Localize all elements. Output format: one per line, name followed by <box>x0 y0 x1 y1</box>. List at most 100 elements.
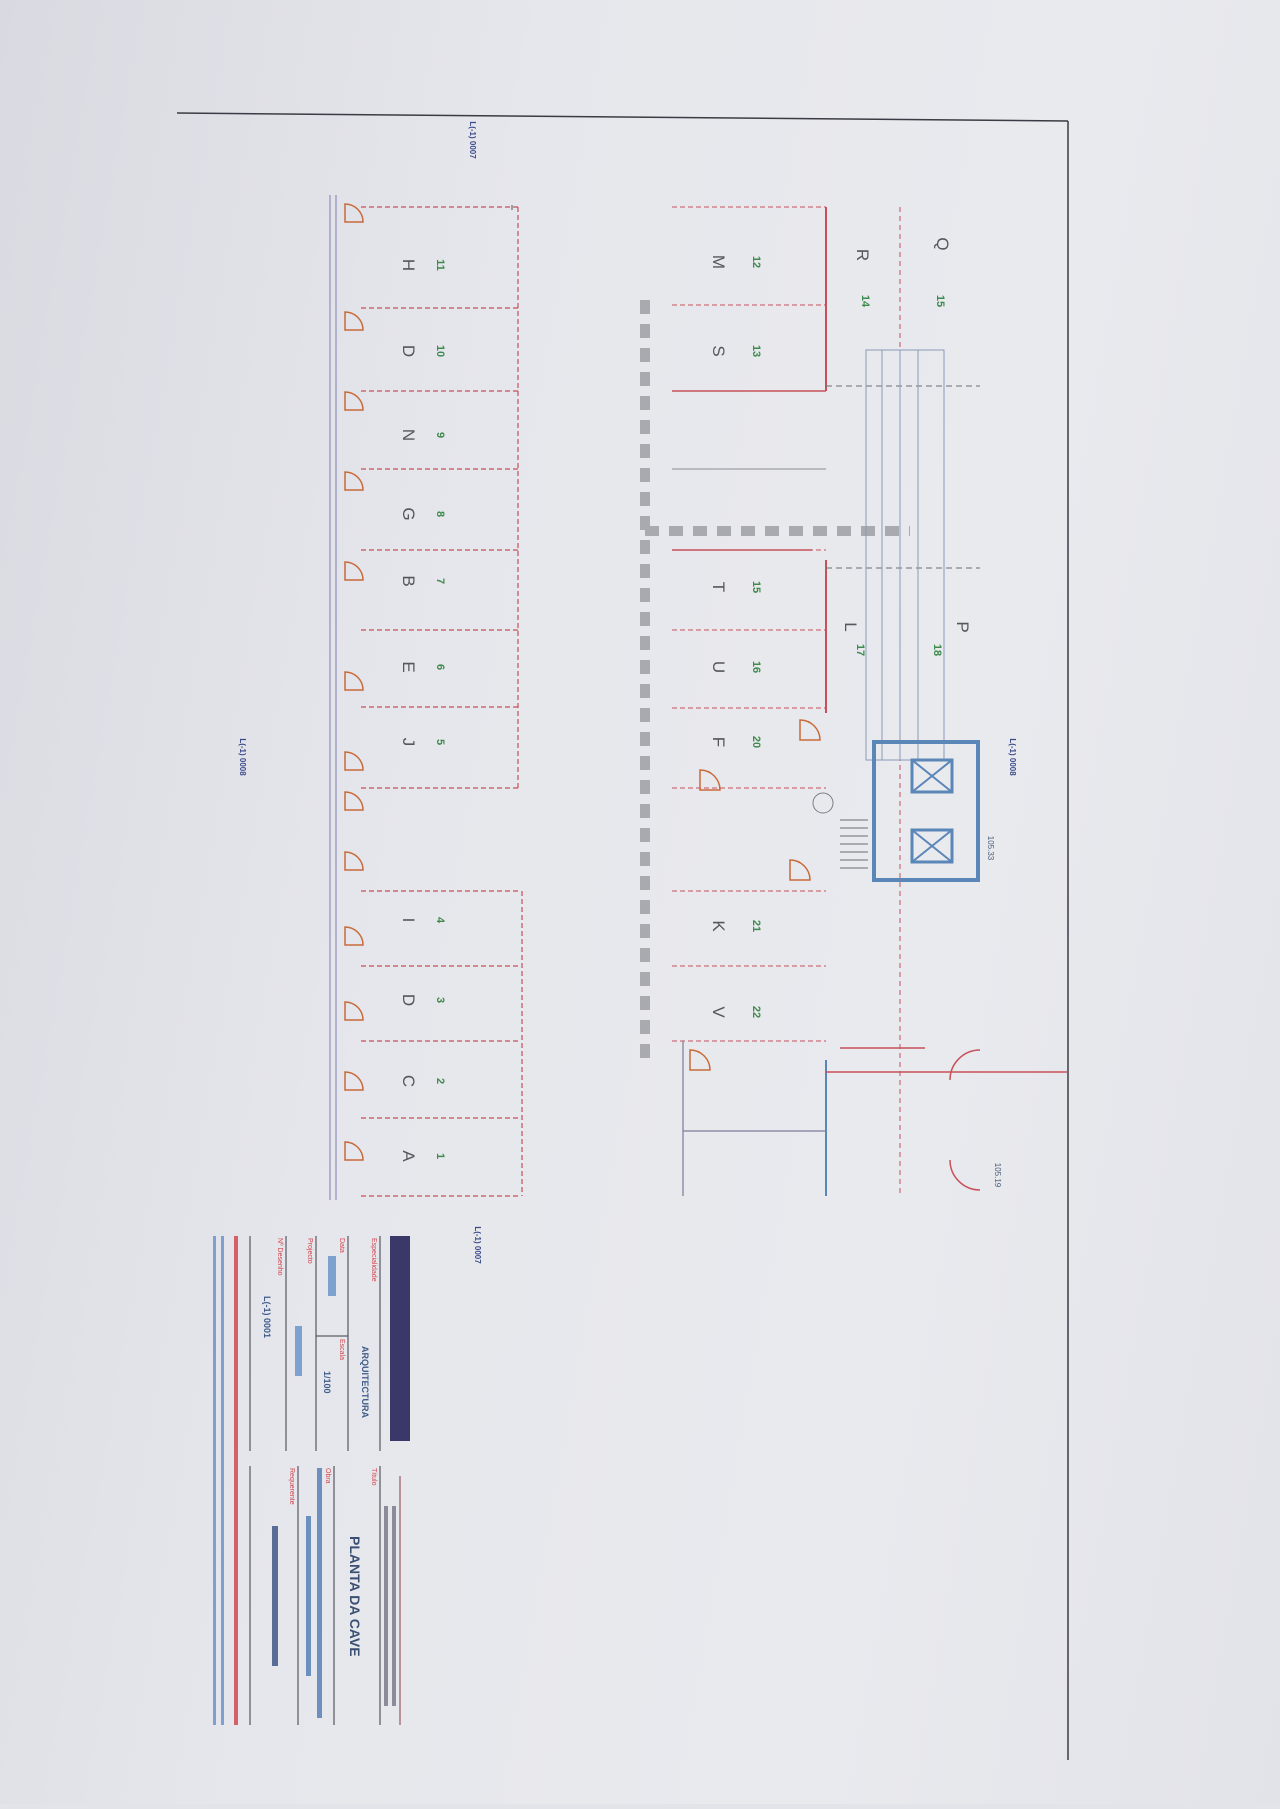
space-number: 12 <box>750 256 762 268</box>
space-number: 11 <box>434 259 446 271</box>
frame-top-line <box>176 112 1069 122</box>
elevator-cross-icon <box>911 759 953 793</box>
space-letter: E <box>399 661 418 672</box>
space-number: 18 <box>931 644 943 656</box>
space-letter: H <box>399 259 418 271</box>
space-number: 22 <box>750 1006 762 1018</box>
authors-line-blurred <box>392 1506 396 1706</box>
door-symbol <box>699 769 721 791</box>
space-number: 8 <box>434 511 446 517</box>
requerente-value-blurred <box>272 1526 278 1666</box>
space-number: 7 <box>434 578 446 584</box>
elevator-cross-icon <box>911 829 953 863</box>
door-symbol <box>799 719 821 741</box>
space-letter: J <box>399 738 418 747</box>
projecto-label: Projecto <box>306 1238 313 1264</box>
especialidade-label: Especialidade <box>370 1238 377 1282</box>
door-symbol <box>344 391 364 411</box>
address-line-blurred <box>234 1236 238 1725</box>
space-number: 10 <box>434 345 446 357</box>
titulo-label: Título <box>370 1468 377 1486</box>
walls <box>329 195 1068 1200</box>
space-letter: D <box>399 345 418 357</box>
obra-label: Obra <box>324 1468 331 1484</box>
fine-print-blurred <box>221 1236 224 1725</box>
space-letter: N <box>399 429 418 441</box>
authors-line-blurred <box>384 1506 388 1706</box>
elevation-label: 105.33 <box>986 836 995 861</box>
section-mark: L(-1) 0008 <box>1008 738 1017 776</box>
space-letter: K <box>709 920 728 932</box>
door-symbol <box>344 751 364 771</box>
door-symbol <box>344 671 364 691</box>
space-letter: U <box>709 661 728 673</box>
door-symbol <box>344 1001 364 1021</box>
elevator-shaft <box>910 828 954 864</box>
date-value-blurred <box>328 1256 336 1296</box>
escala-label: Escala <box>338 1339 345 1360</box>
space-number: 14 <box>859 295 871 308</box>
elevation-label: 105.19 <box>993 1163 1002 1188</box>
desenho-label: Nº Desenho <box>276 1238 283 1276</box>
door-symbol <box>789 859 811 881</box>
projecto-value-blurred <box>295 1326 302 1376</box>
space-number: 15 <box>934 295 946 307</box>
door-symbol <box>344 1141 364 1161</box>
obra-line-blurred <box>317 1468 322 1718</box>
space-number: 9 <box>434 432 446 438</box>
door-symbol <box>344 791 364 811</box>
space-number: 13 <box>750 345 762 357</box>
door-symbol <box>344 203 364 223</box>
section-mark: L(-1) 0007 <box>468 121 477 159</box>
space-letter: I <box>399 918 418 923</box>
space-letter: D <box>399 994 418 1006</box>
door-symbol <box>344 851 364 871</box>
space-number: 15 <box>750 581 762 593</box>
door-symbol <box>689 1049 711 1071</box>
column-circle <box>812 792 834 814</box>
space-number: 4 <box>434 917 446 924</box>
space-letter: A <box>399 1150 418 1162</box>
door-symbol <box>344 471 364 491</box>
space-letter: T <box>709 582 728 592</box>
space-letter: M <box>709 255 728 269</box>
space-number: 3 <box>434 997 446 1003</box>
escala-value: 1/100 <box>322 1371 332 1394</box>
section-mark: L(-1) 0008 <box>238 738 247 776</box>
space-letter: V <box>709 1006 728 1018</box>
ramp-outline <box>865 349 945 761</box>
desenho-value: L(-1) 0001 <box>262 1296 272 1338</box>
space-number: 5 <box>434 739 446 745</box>
requerente-label: Requerente <box>288 1468 295 1505</box>
title-block: Especialidade ARQUITECTURA Data Escala 1… <box>213 1236 410 1725</box>
space-letter: S <box>709 345 728 356</box>
section-mark: L(-1) 0007 <box>473 1226 482 1264</box>
door-symbol <box>344 926 364 946</box>
space-letter: C <box>399 1075 418 1087</box>
obra-line-blurred <box>306 1516 311 1676</box>
space-letter: B <box>399 575 418 586</box>
space-number: 20 <box>750 736 762 748</box>
space-letter: P <box>953 621 972 632</box>
space-letter: G <box>399 507 418 520</box>
space-number: 17 <box>854 644 866 656</box>
space-number: 21 <box>750 920 762 932</box>
space-number: 2 <box>434 1078 446 1084</box>
space-number: 16 <box>750 661 762 673</box>
door-symbol <box>344 561 364 581</box>
door-symbol <box>344 311 364 331</box>
elevator-shaft <box>910 758 954 794</box>
space-letter: L <box>841 622 860 631</box>
company-logo <box>390 1236 410 1441</box>
door-symbol <box>344 1071 364 1091</box>
elevator-core <box>872 740 980 882</box>
space-letter: R <box>853 249 872 261</box>
fine-print-blurred <box>213 1236 216 1725</box>
especialidade-value: ARQUITECTURA <box>360 1346 370 1418</box>
drawing-title: PLANTA DA CAVE <box>347 1536 363 1657</box>
space-letter: F <box>709 737 728 747</box>
entrance-door <box>949 1049 981 1191</box>
